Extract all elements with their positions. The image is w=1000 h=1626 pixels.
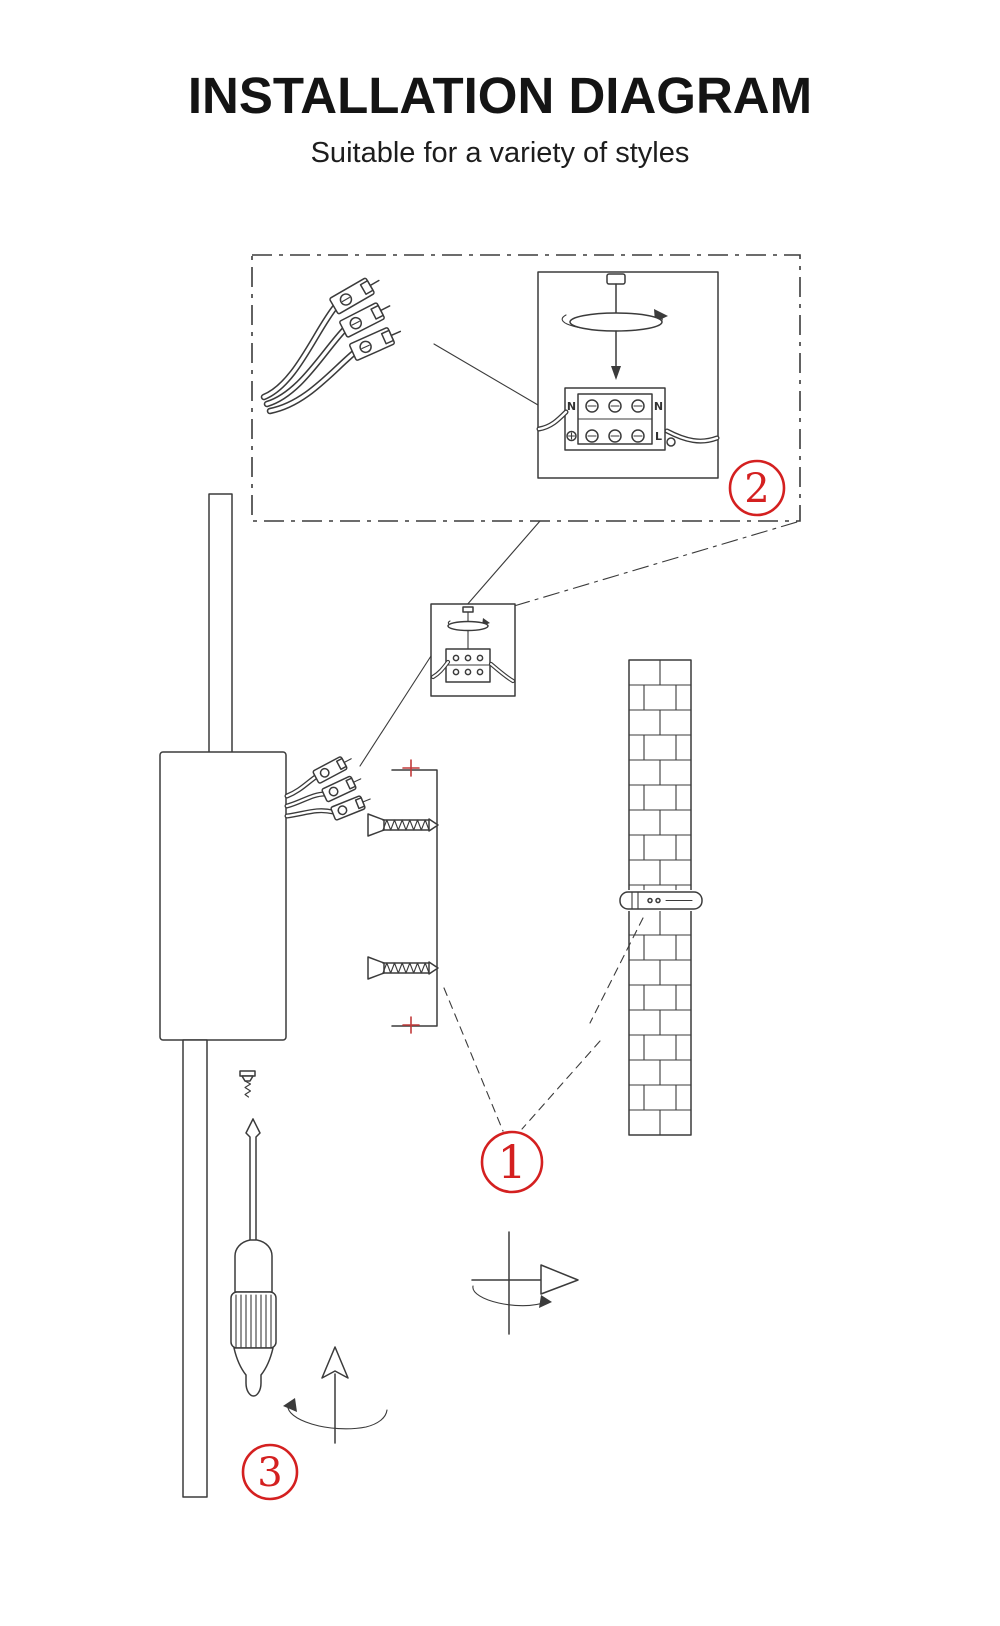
terminal-label-n-left: N	[567, 400, 576, 413]
header: INSTALLATION DIAGRAM Suitable for a vari…	[0, 66, 1000, 170]
step-1-badge: 1	[480, 1130, 544, 1194]
callout-box-step2	[251, 254, 801, 522]
mounting-bracket	[391, 759, 438, 1034]
alignment-mark-bottom	[402, 1016, 420, 1034]
screwdriver	[230, 1070, 277, 1397]
step-1-number: 1	[497, 1135, 526, 1189]
canopy-stem	[606, 273, 626, 285]
page-subtitle: Suitable for a variety of styles	[310, 137, 690, 169]
wire-connector-detail	[260, 277, 539, 415]
step-2-badge: 2	[728, 459, 786, 517]
step-2-number: 2	[744, 466, 769, 512]
lamp-wire-connector	[284, 756, 371, 821]
rotate-symbol-handle	[283, 1346, 388, 1444]
lamp-upper-tube	[208, 493, 233, 755]
step-3-badge: 3	[241, 1443, 299, 1501]
small-screw-icon	[239, 1070, 256, 1098]
lamp-back-box	[159, 751, 287, 1041]
page-title: INSTALLATION DIAGRAM	[187, 67, 813, 124]
lamp-lower-tube	[182, 1039, 208, 1498]
callout-lines	[465, 520, 798, 607]
rotate-symbol-screw	[471, 1231, 579, 1335]
screwdriver-blade	[245, 1118, 254, 1241]
terminal-detail-box: N N L	[536, 271, 720, 479]
mounting-screw-bottom	[367, 956, 439, 980]
terminal-label-n-right: N	[654, 400, 663, 413]
connector-pointer-line	[359, 655, 432, 767]
screwdriver-handle	[234, 1239, 273, 1293]
mounting-screws	[367, 813, 439, 980]
mini-connector-box	[430, 603, 516, 697]
terminal-screw	[666, 437, 676, 447]
mounting-screw-top	[367, 813, 439, 837]
terminal-block: N N L	[564, 387, 676, 451]
alignment-mark-top	[402, 759, 420, 777]
pointer-lines-step1	[443, 917, 644, 1132]
wall-anchor	[617, 890, 707, 911]
lamp-body	[159, 493, 287, 1498]
down-arrow	[611, 366, 621, 380]
step-3-number: 3	[257, 1450, 282, 1496]
terminal-label-l-right: L	[655, 430, 662, 443]
canopy-disc	[569, 312, 663, 332]
